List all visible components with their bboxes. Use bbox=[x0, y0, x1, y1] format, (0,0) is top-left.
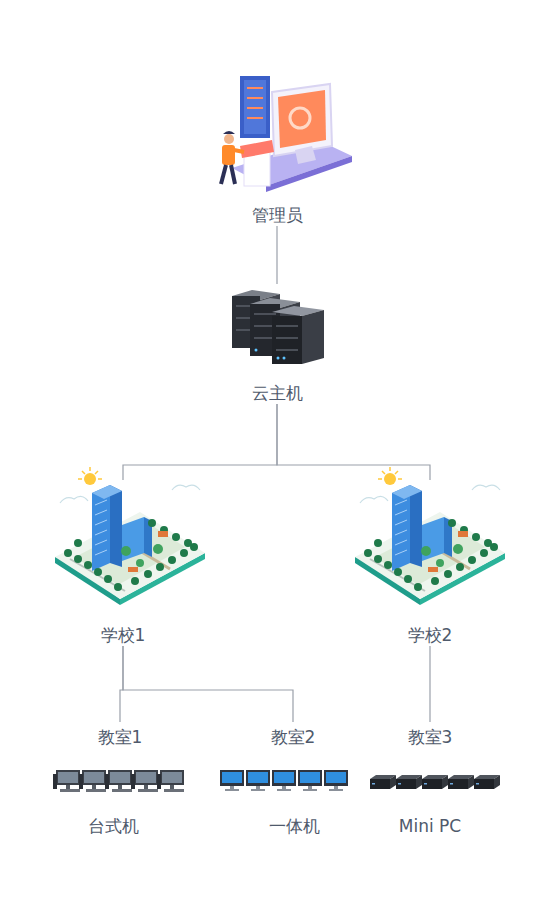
school-node: 学校1 bbox=[38, 480, 208, 646]
administrator-illustration bbox=[221, 76, 352, 192]
school-node: 学校2 bbox=[345, 480, 515, 646]
node-label: 教室1 bbox=[98, 726, 143, 748]
connector-line bbox=[429, 646, 430, 722]
node-label: 台式机 bbox=[88, 815, 139, 837]
all-in-one-computers bbox=[220, 770, 348, 791]
connector-line bbox=[276, 226, 277, 284]
node-label: Mini PC bbox=[399, 815, 461, 837]
cloud-host-node: 云主机 bbox=[217, 284, 337, 404]
administrator-node: 管理员 bbox=[197, 68, 357, 226]
desktop-computers bbox=[53, 770, 184, 792]
cloud-server-illustration bbox=[232, 290, 324, 364]
node-label: 一体机 bbox=[269, 815, 320, 837]
node-label: 教室3 bbox=[408, 726, 453, 748]
device-node: Mini PC bbox=[355, 762, 505, 837]
classroom-node: 教室1 bbox=[82, 722, 158, 748]
node-label: 管理员 bbox=[252, 204, 303, 226]
node-label: 学校1 bbox=[101, 624, 146, 646]
school-illustration bbox=[55, 467, 205, 605]
connector-line bbox=[120, 646, 123, 722]
device-node: 一体机 bbox=[219, 762, 369, 837]
connector-line bbox=[123, 646, 293, 722]
classroom-node: 教室2 bbox=[255, 722, 331, 748]
school-illustration bbox=[355, 467, 505, 605]
device-node: 台式机 bbox=[38, 762, 188, 837]
connector-line bbox=[277, 404, 430, 480]
connector-line bbox=[123, 404, 277, 480]
classroom-node: 教室3 bbox=[392, 722, 468, 748]
node-label: 教室2 bbox=[271, 726, 316, 748]
node-label: 云主机 bbox=[252, 382, 303, 404]
node-label: 学校2 bbox=[408, 624, 453, 646]
mini-pc-computers bbox=[370, 775, 500, 789]
